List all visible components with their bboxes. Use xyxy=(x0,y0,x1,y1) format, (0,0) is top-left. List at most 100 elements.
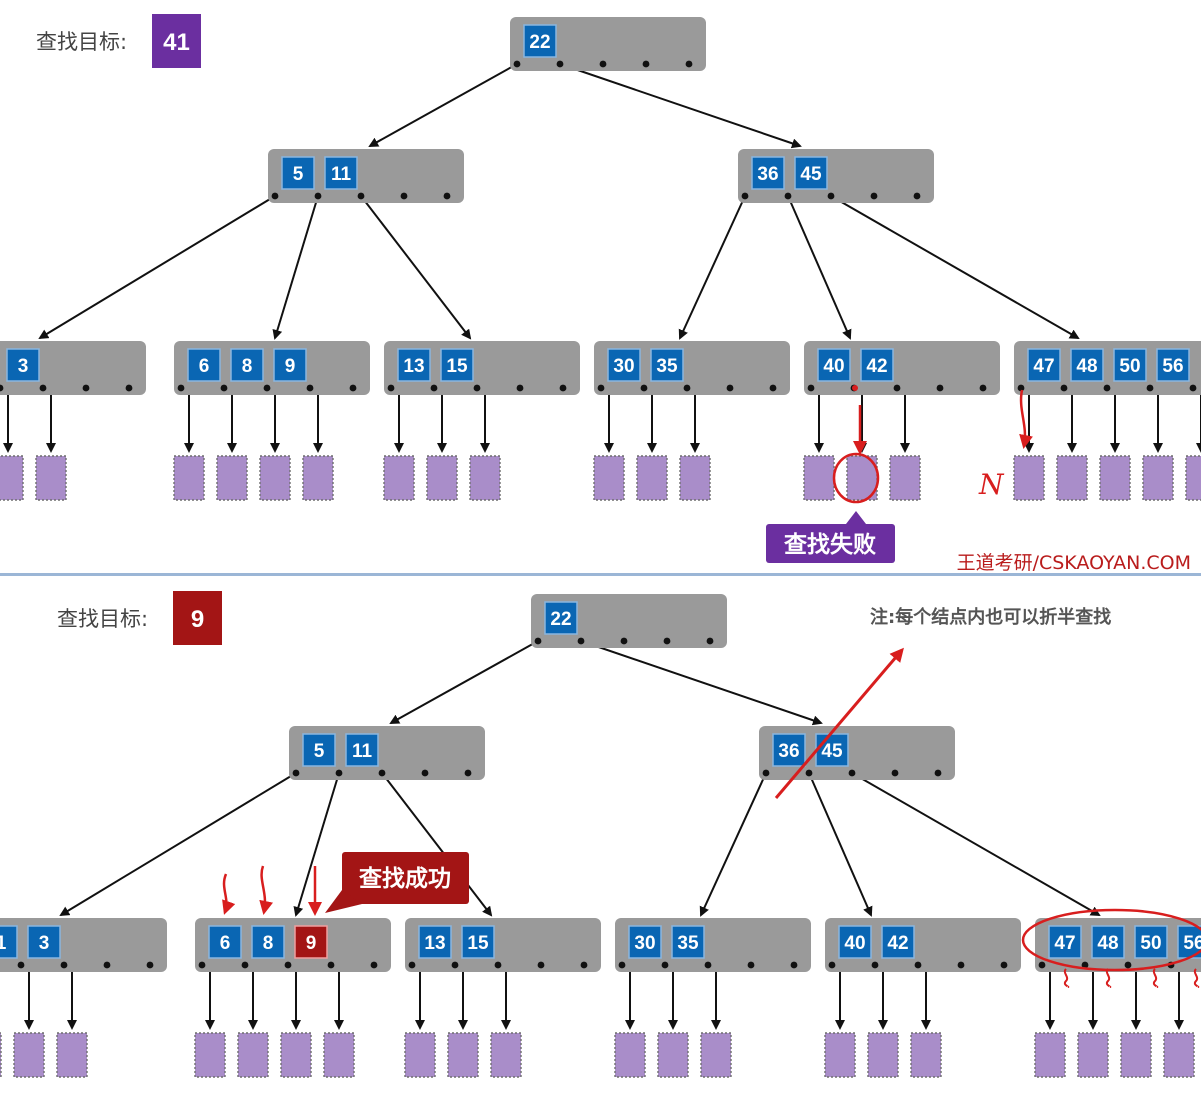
key-value: 3 xyxy=(39,933,50,954)
empty-leaf xyxy=(280,1032,312,1078)
pointer-dot xyxy=(577,637,585,645)
red-arrow xyxy=(259,865,274,915)
empty-leaf xyxy=(1013,455,1045,501)
node-box xyxy=(615,918,811,972)
pointer-dot xyxy=(292,769,300,777)
pointer-dot xyxy=(827,192,835,200)
key-cell xyxy=(772,733,806,767)
key-value: 42 xyxy=(866,356,887,377)
pointer-dot xyxy=(125,384,133,392)
pointer-dot xyxy=(741,192,749,200)
tree-edge xyxy=(272,195,319,340)
pointer-dot xyxy=(790,961,798,969)
pointer-dot xyxy=(314,192,322,200)
pointer-dot xyxy=(464,769,472,777)
pointer-dot xyxy=(271,192,279,200)
empty-leaf xyxy=(13,1032,45,1078)
empty-leaf xyxy=(889,455,921,501)
pointer-dot xyxy=(642,60,650,68)
pointer-dot xyxy=(683,384,691,392)
empty-leaf xyxy=(173,455,205,501)
pointer-dot xyxy=(241,961,249,969)
empty-leaf xyxy=(1120,1032,1152,1078)
empty-leaf xyxy=(302,455,334,501)
pointer-dot xyxy=(871,961,879,969)
empty-leaf xyxy=(447,1032,479,1078)
pointer-dot xyxy=(706,637,714,645)
pointer-dot xyxy=(1038,961,1046,969)
key-value: 56 xyxy=(1162,356,1183,377)
pointer-dot xyxy=(870,192,878,200)
pointer-dot xyxy=(1103,384,1111,392)
red-mark-dot xyxy=(852,385,858,391)
key-value: 45 xyxy=(821,741,843,762)
key-value: 6 xyxy=(199,356,210,377)
pointer-dot xyxy=(599,60,607,68)
key-cell xyxy=(1048,925,1082,959)
key-cell xyxy=(1070,348,1104,382)
pointer-dot xyxy=(663,637,671,645)
key-cell xyxy=(628,925,662,959)
pointer-dot xyxy=(762,769,770,777)
key-cell xyxy=(461,925,495,959)
key-value: 3 xyxy=(18,356,29,377)
pointer-dot xyxy=(828,961,836,969)
pointer-dot xyxy=(934,769,942,777)
node-box xyxy=(594,341,790,395)
key-value: 11 xyxy=(352,741,373,762)
key-value: 36 xyxy=(778,741,799,762)
node-box xyxy=(195,918,391,972)
search-target-value: 9 xyxy=(191,606,204,633)
key-value: 45 xyxy=(800,164,822,185)
pointer-dot xyxy=(747,961,755,969)
pointer-dot xyxy=(146,961,154,969)
key-cell xyxy=(397,348,431,382)
empty-leaf xyxy=(636,455,668,501)
tree-edge xyxy=(368,63,518,147)
pointer-dot xyxy=(769,384,777,392)
empty-leaf xyxy=(803,455,835,501)
empty-leaf xyxy=(194,1032,226,1078)
key-cell xyxy=(751,156,785,190)
key-value: 50 xyxy=(1119,356,1140,377)
key-cell xyxy=(345,733,379,767)
red-arrow xyxy=(222,873,236,915)
pointer-dot xyxy=(370,961,378,969)
tree-edge xyxy=(808,772,873,917)
pointer-dot xyxy=(704,961,712,969)
empty-leaf xyxy=(323,1032,355,1078)
key-value: 35 xyxy=(656,356,678,377)
pointer-dot xyxy=(378,769,386,777)
pointer-dot xyxy=(443,192,451,200)
empty-leaf xyxy=(404,1032,436,1078)
key-value: 13 xyxy=(424,933,445,954)
key-value: 36 xyxy=(757,164,778,185)
key-cell xyxy=(294,925,328,959)
key-cell xyxy=(230,348,264,382)
key-value: 9 xyxy=(306,933,317,954)
tree-edge xyxy=(830,195,1080,339)
pointer-dot xyxy=(805,769,813,777)
node-circle xyxy=(1021,908,1201,972)
pointer-dot xyxy=(620,637,628,645)
key-cell xyxy=(187,348,221,382)
pointer-dot xyxy=(848,769,856,777)
key-cell xyxy=(544,601,578,635)
key-value: 5 xyxy=(314,741,325,762)
level1-node: 36 45 xyxy=(759,726,955,780)
empty-leaf xyxy=(56,1032,88,1078)
empty-leaf xyxy=(490,1032,522,1078)
pointer-dot xyxy=(421,769,429,777)
pointer-dot xyxy=(516,384,524,392)
key-value: 22 xyxy=(529,32,550,53)
pointer-dot xyxy=(494,961,502,969)
key-value: 48 xyxy=(1097,933,1118,954)
key-cell xyxy=(671,925,705,959)
key-value: 30 xyxy=(634,933,655,954)
pointer-dot xyxy=(1124,961,1132,969)
